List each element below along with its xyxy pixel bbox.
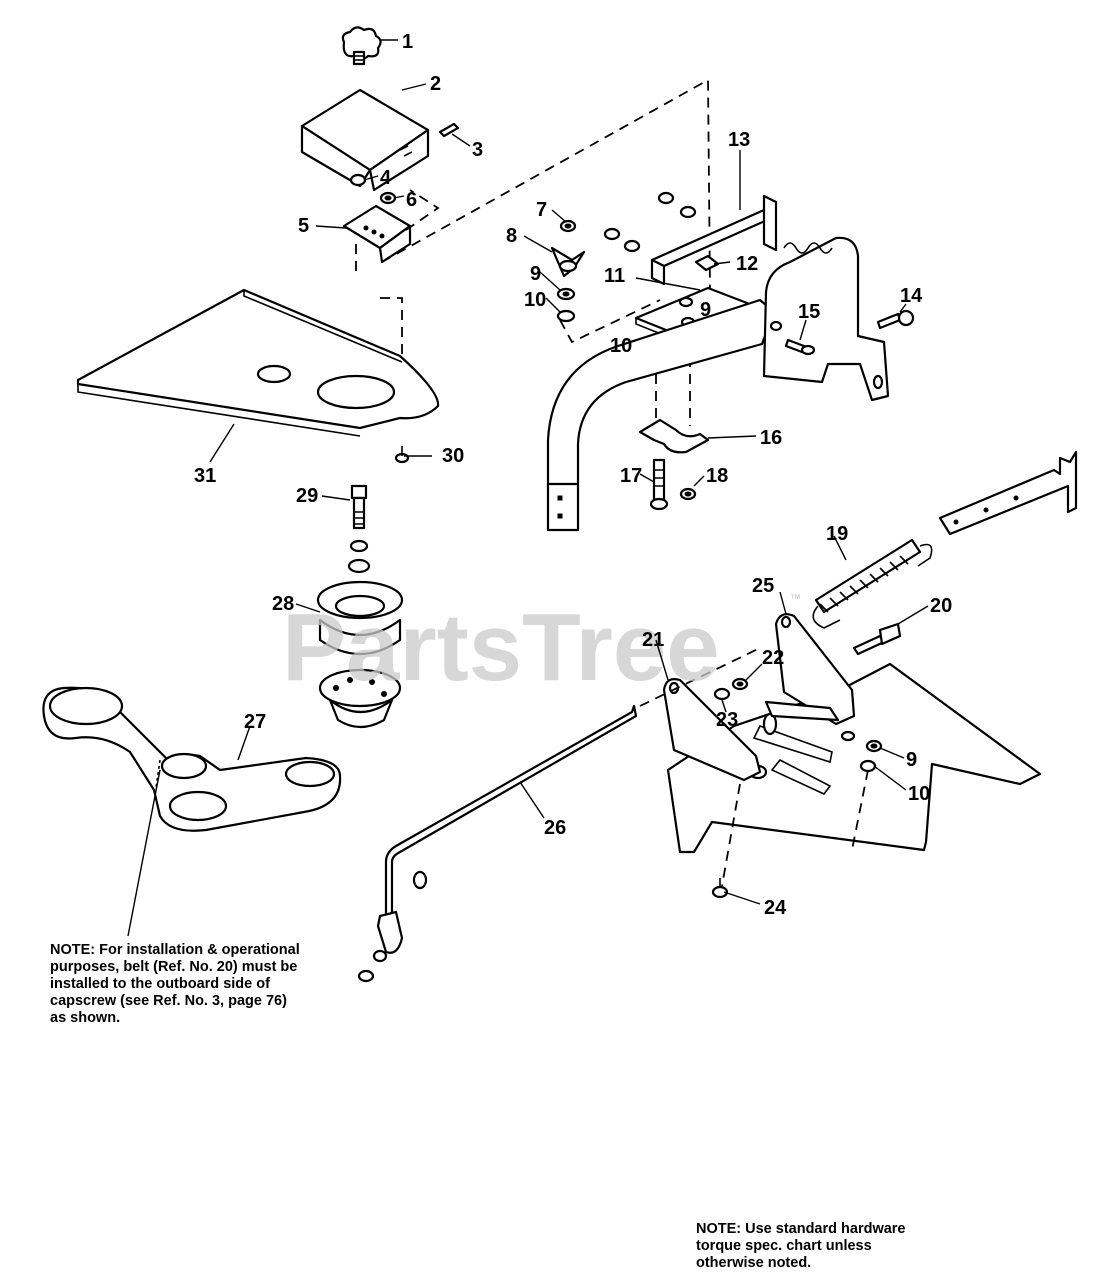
wing-nut-part-8 bbox=[550, 246, 586, 278]
assembly-line bbox=[380, 297, 403, 390]
assembly-line bbox=[405, 189, 440, 231]
assembly-line bbox=[851, 769, 869, 851]
nut-part-6 bbox=[379, 191, 397, 205]
rod-bracket-part bbox=[938, 450, 1078, 536]
callout-10-lower: 10 bbox=[908, 783, 930, 805]
side-plate-part bbox=[762, 236, 890, 402]
washer-part-10 bbox=[556, 309, 576, 323]
watermark: PartsTree bbox=[282, 594, 720, 701]
callout-16: 16 bbox=[760, 427, 782, 449]
callout-17: 17 bbox=[620, 465, 642, 487]
callout-9-upper: 10 bbox=[610, 335, 632, 357]
callout-6: 6 bbox=[406, 189, 417, 211]
nut-part-4 bbox=[349, 173, 367, 187]
callout-10: 10 bbox=[524, 289, 546, 311]
nut-group bbox=[603, 191, 697, 253]
callout-10-upper: 9 bbox=[700, 299, 711, 321]
callout-18: 18 bbox=[706, 465, 728, 487]
callout-2: 2 bbox=[430, 73, 441, 95]
nut-part-23 bbox=[713, 687, 731, 701]
callout-12: 12 bbox=[736, 253, 758, 275]
bracket-part-13 bbox=[650, 194, 778, 286]
spring-part-19 bbox=[812, 538, 933, 629]
bracket-part-16 bbox=[638, 418, 710, 454]
bolt-part-20 bbox=[852, 622, 902, 656]
callout-11: 11 bbox=[604, 265, 625, 287]
screw-part-24 bbox=[711, 878, 729, 899]
callout-20: 20 bbox=[930, 595, 952, 617]
callout-leaders bbox=[209, 39, 929, 905]
control-rod-part-26 bbox=[357, 704, 638, 983]
assembly-line bbox=[639, 647, 761, 707]
callout-labels: 1 2 3 4 5 6 7 8 9 10 11 12 13 14 15 16 1… bbox=[194, 31, 952, 919]
callout-25: 25 bbox=[752, 575, 774, 597]
washer-part-22 bbox=[731, 677, 749, 691]
nut-part-7 bbox=[559, 219, 577, 233]
callout-15: 15 bbox=[798, 301, 820, 323]
callout-31: 31 bbox=[194, 465, 216, 487]
callout-3: 3 bbox=[472, 139, 483, 161]
assembly-line bbox=[559, 299, 661, 344]
callout-27: 27 bbox=[244, 711, 266, 733]
washer-part-12 bbox=[694, 254, 720, 272]
callout-4: 4 bbox=[380, 167, 392, 189]
knob-part bbox=[341, 26, 382, 66]
callout-9-lower: 9 bbox=[906, 749, 917, 771]
callout-26: 26 bbox=[544, 817, 566, 839]
callout-21: 21 bbox=[642, 629, 664, 651]
callout-19: 19 bbox=[826, 523, 848, 545]
bracket-part-5 bbox=[342, 204, 412, 264]
screw-part-30 bbox=[394, 446, 410, 464]
callout-5: 5 bbox=[298, 215, 309, 237]
deck-plate-part-31 bbox=[76, 288, 440, 437]
bracket-part-21 bbox=[662, 678, 762, 782]
bracket-part-25 bbox=[764, 613, 856, 726]
assembly-line bbox=[381, 78, 711, 291]
belt-installation-note: NOTE: For installation & operational pur… bbox=[50, 942, 300, 1026]
assembly-line bbox=[721, 783, 741, 887]
callout-8: 8 bbox=[506, 225, 517, 247]
nut-part-9-lower bbox=[865, 739, 883, 753]
nut-part-18 bbox=[679, 487, 697, 501]
bolt-part-15 bbox=[784, 338, 816, 356]
callout-24: 24 bbox=[764, 897, 787, 919]
pulley-part-28 bbox=[316, 580, 404, 729]
bolt-part-17 bbox=[649, 458, 669, 511]
hardware-torque-note: NOTE: Use standard hardware torque spec.… bbox=[696, 1221, 906, 1271]
callout-1: 1 bbox=[402, 31, 413, 53]
bolt-part-29 bbox=[347, 484, 371, 574]
watermark-trademark: ™ bbox=[790, 593, 801, 605]
screw-part-3 bbox=[438, 122, 460, 138]
callout-9: 9 bbox=[530, 263, 541, 285]
screw-part-14 bbox=[876, 309, 915, 330]
callout-7: 7 bbox=[536, 199, 547, 221]
callout-28: 28 bbox=[272, 593, 294, 615]
callout-14: 14 bbox=[900, 285, 923, 307]
washer-part-10-lower bbox=[859, 759, 877, 773]
belt-part-27 bbox=[42, 686, 342, 832]
cover-housing-part bbox=[300, 88, 430, 192]
nut-part-9 bbox=[556, 287, 576, 301]
callout-29: 29 bbox=[296, 485, 318, 507]
callout-13: 13 bbox=[728, 129, 750, 151]
callout-22: 22 bbox=[762, 647, 784, 669]
callout-30: 30 bbox=[442, 445, 464, 467]
note-leader bbox=[127, 769, 161, 937]
callout-23: 23 bbox=[716, 709, 738, 731]
